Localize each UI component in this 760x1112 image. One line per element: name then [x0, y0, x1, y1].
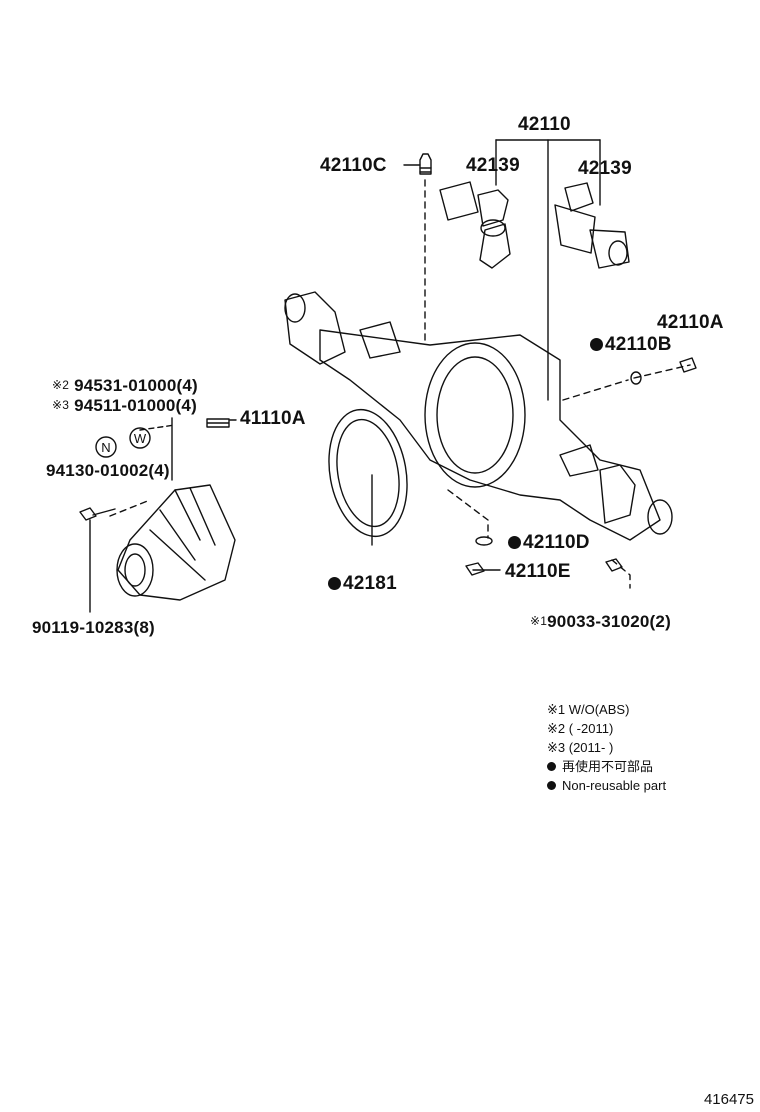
- label-bracket-right: 42139: [578, 158, 632, 179]
- label-axle-housing: 42110: [518, 114, 571, 135]
- circle-n-icon: [95, 436, 117, 458]
- label-gasket-b: 42110B: [590, 334, 672, 356]
- label-washer-note2: ※2 94531-01000(4): [52, 376, 198, 395]
- label-breather-plug: 42110C: [320, 155, 387, 176]
- label-washer-note3: ※3 94511-01000(4): [52, 396, 197, 415]
- bolt-part: [79, 507, 116, 521]
- nonreusable-dot-icon: [547, 781, 556, 790]
- small-gasket-parts: [465, 357, 697, 576]
- circle-w-icon: [129, 427, 151, 449]
- legend-note3: ※3 (2011- ): [547, 740, 614, 755]
- breather-plug-part: [419, 153, 432, 175]
- label-plug-e: 42110E: [505, 561, 571, 582]
- circle-n-text: N: [101, 440, 110, 455]
- nonreusable-dot-icon: [547, 762, 556, 771]
- carrier-gasket-part: [328, 408, 408, 538]
- circle-w-text: W: [134, 431, 147, 446]
- nonreusable-dot-icon: [328, 577, 341, 590]
- label-plug-a: 42110A: [657, 312, 724, 333]
- axle-housing-part: [284, 291, 673, 541]
- legend-nonreusable-en: Non-reusable part: [547, 776, 666, 795]
- nonreusable-dot-icon: [508, 536, 521, 549]
- bracket-left-part: [439, 181, 511, 269]
- label-gasket-d: 42110D: [508, 532, 590, 554]
- label-stud-90033: ※190033-31020(2): [530, 612, 671, 631]
- bracket-right-part: [554, 182, 630, 269]
- label-bracket-left: 42139: [466, 155, 520, 176]
- legend-note1: ※1 W/O(ABS): [547, 702, 630, 717]
- differential-carrier-part: [116, 484, 236, 601]
- stud-part: [206, 418, 230, 428]
- legend-note2: ※2 ( -2011): [547, 721, 614, 736]
- label-gasket-42181: 42181: [328, 573, 397, 595]
- legend-nonreusable-jp: 再使用不可部品: [547, 757, 666, 776]
- label-stud-41110a: 41110A: [240, 408, 306, 429]
- diagram-code: 416475: [703, 1091, 754, 1108]
- nonreusable-dot-icon: [590, 338, 603, 351]
- label-nut-94130: 94130-01002(4): [46, 461, 170, 480]
- label-bolt-90119: 90119-10283(8): [32, 618, 155, 637]
- leader-lines: [89, 139, 691, 613]
- legend: ※1 W/O(ABS) ※2 ( -2011) ※3 (2011- ) 再使用不…: [547, 700, 666, 795]
